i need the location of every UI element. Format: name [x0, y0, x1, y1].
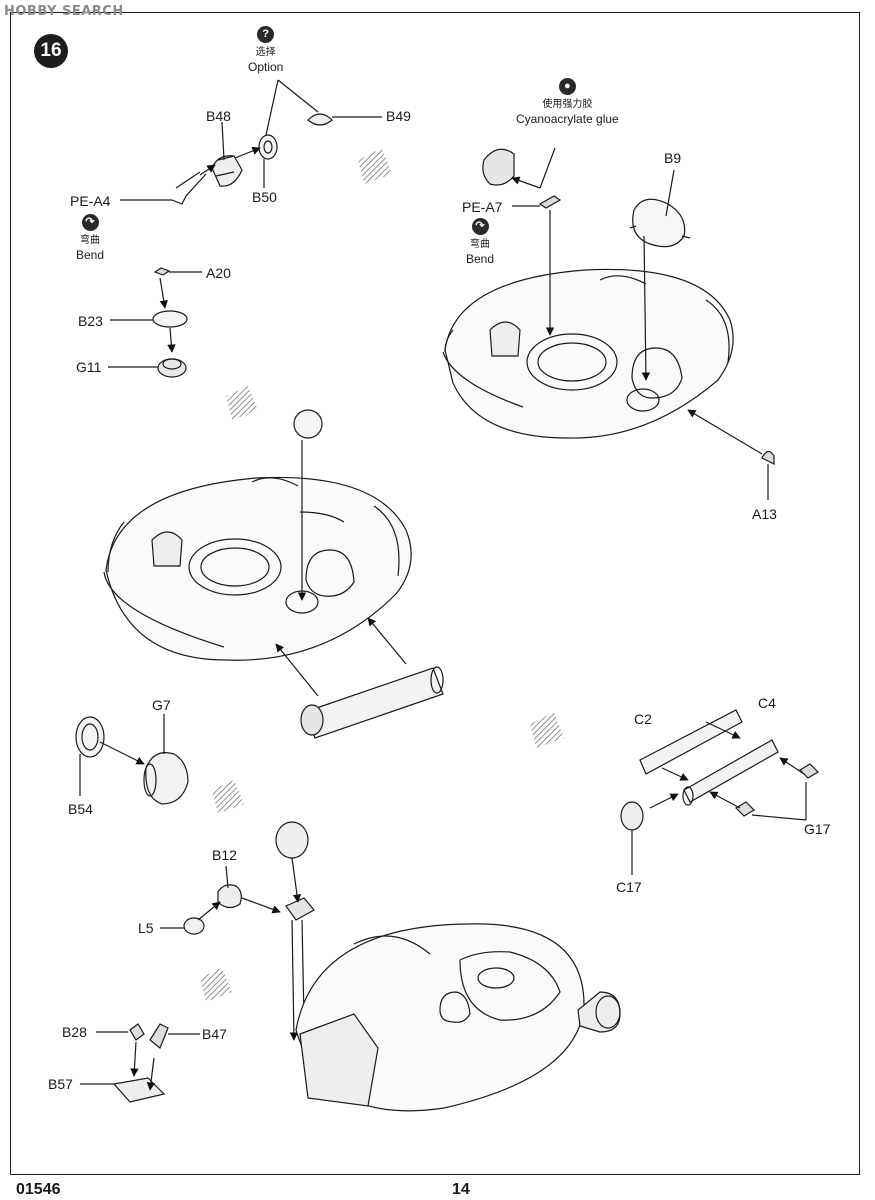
part-b57-plate — [112, 1077, 166, 1103]
part-c4-half — [682, 739, 779, 806]
part-label-pe-a7: PE-A7 — [462, 199, 503, 215]
part-label-c17: C17 — [616, 879, 642, 895]
part-b54-ring — [75, 716, 105, 758]
part-label-g17: G17 — [804, 821, 831, 837]
note-bend-a7-en: Bend — [466, 252, 495, 266]
part-b47-bracket — [149, 1023, 169, 1049]
note-option-cn: 选择 — [255, 47, 276, 58]
hatch-marks — [200, 148, 564, 1002]
part-label-a13: A13 — [752, 506, 777, 522]
part-c2-half — [639, 709, 743, 775]
part-pe-a4-bracket — [171, 171, 207, 205]
kit-code: 01546 — [16, 1181, 61, 1198]
part-l5-lens — [183, 917, 205, 935]
part-label-c2: C2 — [634, 711, 652, 727]
part-label-b49: B49 — [386, 108, 411, 124]
turret-bottom — [295, 923, 621, 1112]
watermark-text: HOBBY SEARCH — [4, 4, 124, 19]
note-glue-cn: 使用强力胶 — [542, 99, 593, 110]
part-b9-hatch-frame — [629, 198, 691, 248]
part-g11-hub — [157, 358, 187, 378]
step-number-badge: 16 — [34, 34, 68, 68]
part-g17-clips — [735, 763, 819, 817]
page-frame — [10, 12, 860, 1175]
part-b12-mount — [217, 884, 242, 909]
part-b50-ring — [258, 134, 278, 160]
part-c17-end-cap — [620, 801, 644, 831]
part-glue-fitting — [482, 148, 515, 186]
part-g7-dome — [143, 752, 189, 805]
part-storage-tube-mid — [300, 666, 444, 739]
part-label-b48: B48 — [206, 108, 231, 124]
page-number: 14 — [452, 1181, 470, 1198]
note-bend-a7: ↷ 弯曲 Bend — [466, 218, 494, 267]
part-b23-disc — [152, 310, 188, 328]
note-bend-a4: ↷ 弯曲 Bend — [76, 214, 104, 263]
part-label-g11: G11 — [76, 359, 102, 375]
part-b49-cap — [307, 113, 333, 126]
note-bend-a4-en: Bend — [76, 248, 105, 262]
note-option: ? 选择 Option — [248, 26, 283, 75]
turret-top-right — [442, 268, 734, 439]
part-pe-a7 — [538, 195, 562, 209]
turret-middle — [103, 476, 412, 661]
note-glue-en: Cyanoacrylate glue — [516, 112, 619, 126]
part-label-b47: B47 — [202, 1026, 227, 1042]
part-label-pe-a4: PE-A4 — [70, 193, 111, 209]
note-bend-a7-cn: 弯曲 — [470, 239, 491, 250]
part-label-a20: A20 — [206, 265, 231, 281]
part-a20-clip — [153, 267, 171, 276]
note-bend-a4-cn: 弯曲 — [80, 235, 101, 246]
part-label-b50: B50 — [252, 189, 277, 205]
part-b28-bracket — [129, 1023, 145, 1041]
part-label-l5: L5 — [138, 920, 154, 936]
bend-icon: ↷ — [81, 214, 99, 231]
note-glue: ● 使用强力胶 Cyanoacrylate glue — [516, 78, 619, 127]
part-label-b12: B12 — [212, 847, 237, 863]
glue-drop-icon: ● — [558, 78, 576, 95]
part-label-b28: B28 — [62, 1024, 87, 1040]
part-label-b23: B23 — [78, 313, 103, 329]
bend-icon: ↷ — [471, 218, 489, 235]
part-hatch-cover-mid — [293, 409, 323, 439]
note-option-en: Option — [248, 60, 284, 74]
part-a13-hook — [761, 450, 775, 465]
part-searchlight — [275, 821, 315, 921]
part-label-b57: B57 — [48, 1076, 73, 1092]
part-label-c4: C4 — [758, 695, 776, 711]
part-label-b54: B54 — [68, 801, 93, 817]
part-b48-periscope — [211, 155, 243, 187]
part-label-g7: G7 — [152, 697, 171, 713]
question-icon: ? — [257, 26, 275, 43]
part-label-b9: B9 — [664, 150, 682, 166]
